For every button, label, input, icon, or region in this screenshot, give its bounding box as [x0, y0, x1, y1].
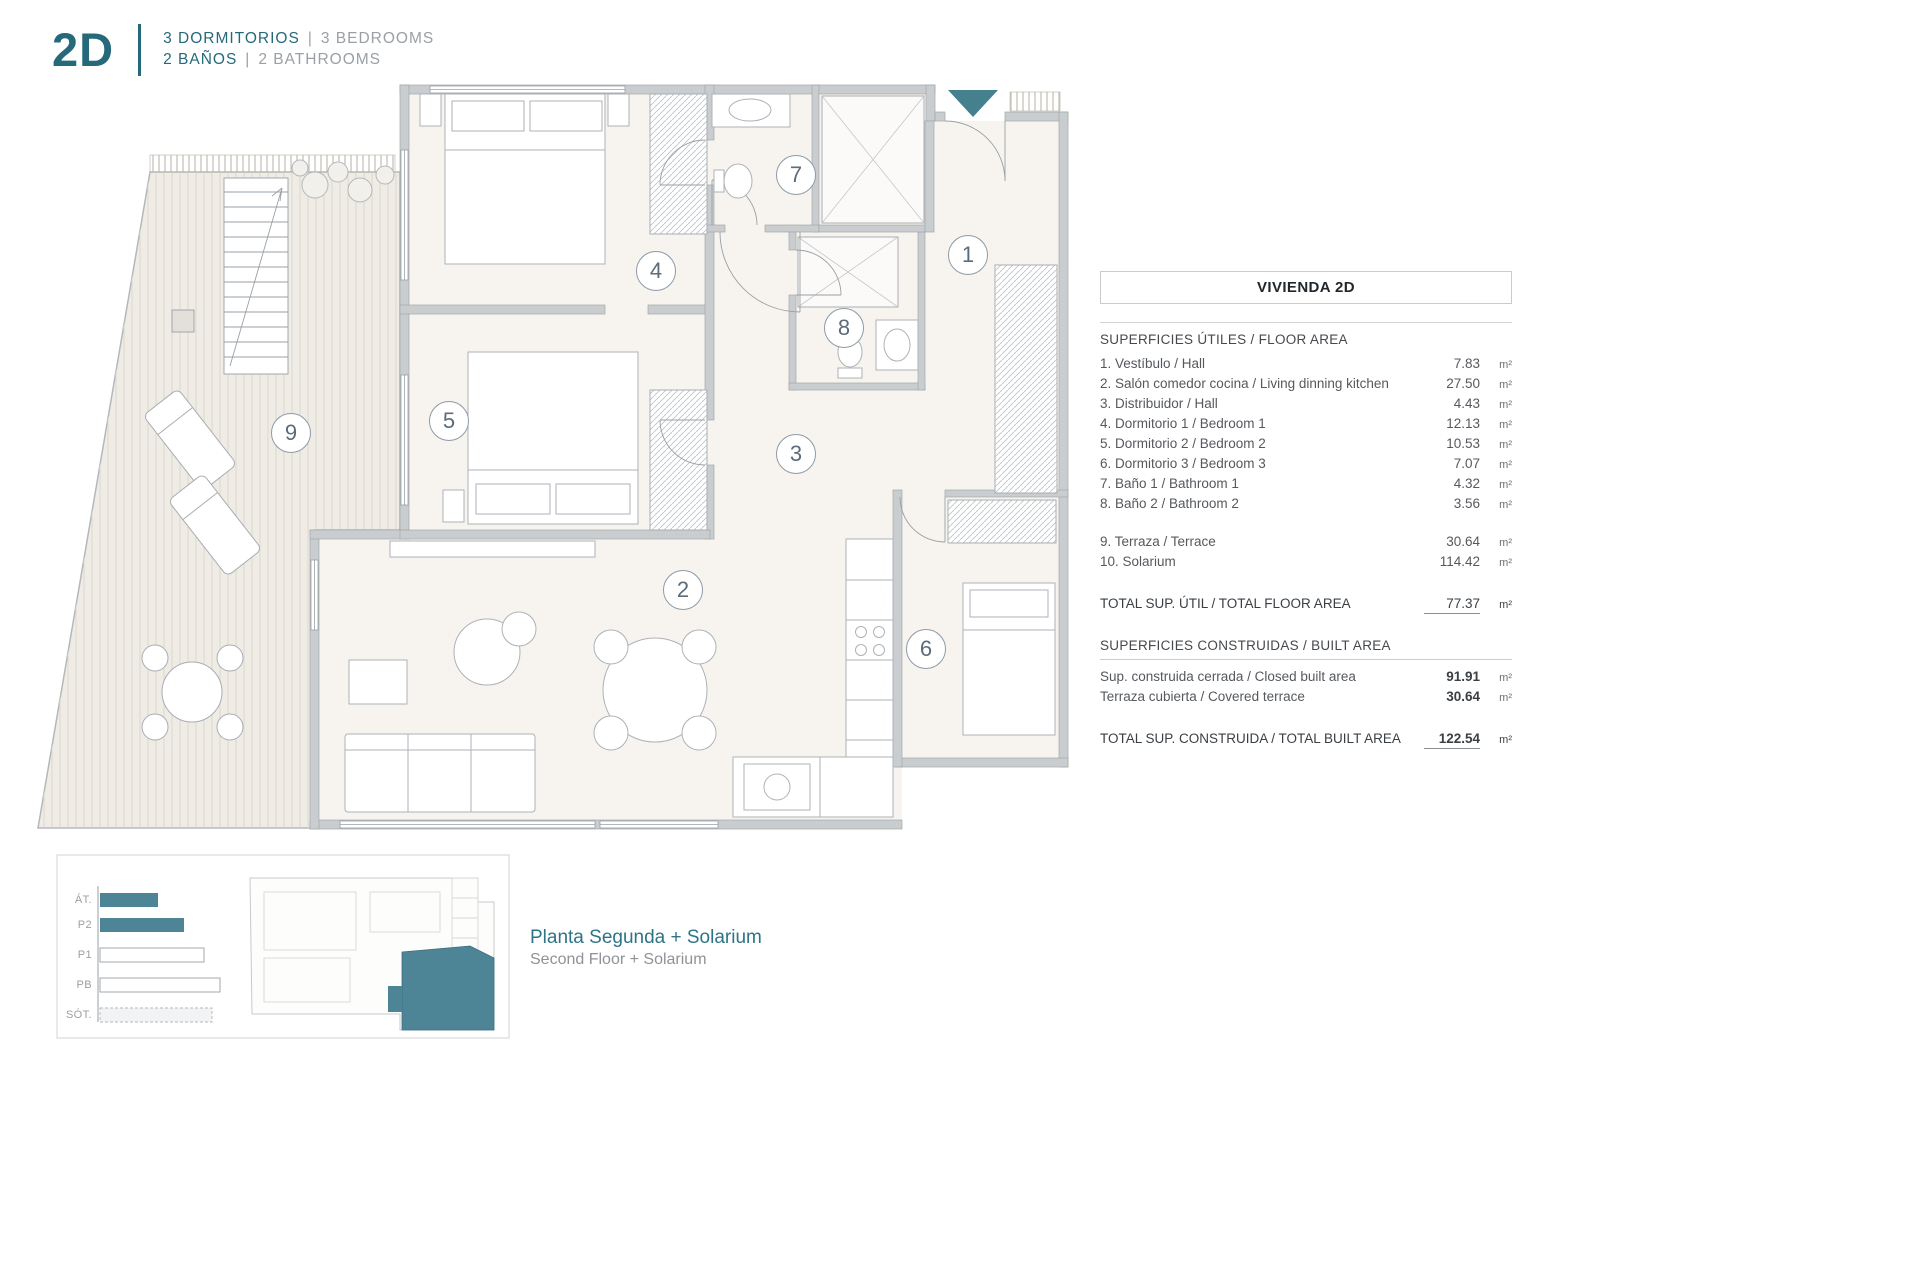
terrace-deck [37, 154, 401, 829]
header-lines: 3 DORMITORIOS | 3 BEDROOMS 2 BAÑOS | 2 BATHR… [163, 22, 434, 70]
highlighted-unit [401, 945, 495, 1031]
room-badge-distributor: 3 [776, 434, 816, 474]
bedrooms-es: 3 DORMITORIOS [163, 30, 300, 47]
room-badge-terrace: 9 [271, 413, 311, 453]
wardrobes [649, 93, 1058, 544]
floor-area-header: SUPERFICIES ÚTILES / FLOOR AREA [1100, 332, 1348, 347]
floor-area-section: SUPERFICIES ÚTILES / FLOOR AREA 1. Vestí… [1100, 322, 1512, 620]
table-title: VIVIENDA 2D [1100, 271, 1512, 304]
plants [291, 159, 395, 203]
total-built-area-row: TOTAL SUP. CONSTRUIDA / TOTAL BUILT AREA… [1100, 731, 1512, 755]
room-badge-bedroom3: 6 [906, 629, 946, 669]
shower-bath2 [797, 236, 899, 308]
bathrooms-en: 2 BATHROOMS [258, 51, 381, 68]
windows [310, 85, 719, 829]
bedrooms-en: 3 BEDROOMS [320, 30, 435, 47]
caption-title: Planta Segunda + Solarium [530, 927, 762, 948]
site-plan [249, 877, 495, 1031]
plan-caption: Planta Segunda + Solarium Second Floor +… [530, 926, 762, 971]
elevation-diagram [97, 886, 221, 1023]
furniture [344, 93, 1056, 818]
header-divider [138, 24, 142, 76]
sun-loungers [145, 390, 260, 575]
separator: | [245, 51, 251, 68]
entry-exterior-hatch [1009, 91, 1061, 112]
room-badge-bathroom2: 8 [824, 308, 864, 348]
unit-code: 2D [52, 23, 115, 76]
glazed-shower [821, 95, 925, 224]
room-badge-bedroom2: 5 [429, 401, 469, 441]
entrance-arrow [948, 90, 998, 117]
level-label-p2: P2 [77, 919, 92, 931]
key-plan-box [56, 854, 510, 1039]
bathrooms-es: 2 BAÑOS [163, 51, 238, 68]
level-label-p1: P1 [77, 949, 92, 961]
planter-box [171, 309, 195, 333]
area-table: VIVIENDA 2D SUPERFICIES ÚTILES / FLOOR A… [1100, 271, 1512, 755]
built-area-section: SUPERFICIES CONSTRUIDAS / BUILT AREA Sup… [1100, 638, 1512, 755]
room-badge-bathroom1: 7 [776, 155, 816, 195]
separator: | [307, 30, 313, 47]
header: 2D 3 DORMITORIOS|3 BEDROOMS 2 BAÑOS|2 BA… [52, 22, 434, 78]
total-floor-area-row: TOTAL SUP. ÚTIL / TOTAL FLOOR AREA 77.37… [1100, 596, 1512, 620]
level-label-pb: PB [76, 979, 92, 991]
table-row: Sup. construida cerrada / Closed built a… [1100, 669, 1512, 684]
bedrooms-line: 3 DORMITORIOS | 3 BEDROOMS [163, 28, 434, 49]
deck-edge-hatch [149, 154, 396, 173]
table-row: 2. Salón comedor cocina / Living dinning… [1100, 376, 1512, 391]
outdoor-table-set [141, 644, 244, 741]
stairs [223, 177, 289, 375]
level-label-atico: ÁT. [74, 894, 92, 906]
room-badge-bedroom1: 4 [636, 251, 676, 291]
room-badge-living: 2 [663, 570, 703, 610]
room-badge-hall: 1 [948, 235, 988, 275]
caption-subtitle: Second Floor + Solarium [530, 951, 707, 968]
bathrooms-line: 2 BAÑOS | 2 BATHROOMS [163, 49, 434, 70]
built-area-header: SUPERFICIES CONSTRUIDAS / BUILT AREA [1100, 638, 1512, 660]
level-label-sotano: SÓT. [65, 1009, 92, 1021]
